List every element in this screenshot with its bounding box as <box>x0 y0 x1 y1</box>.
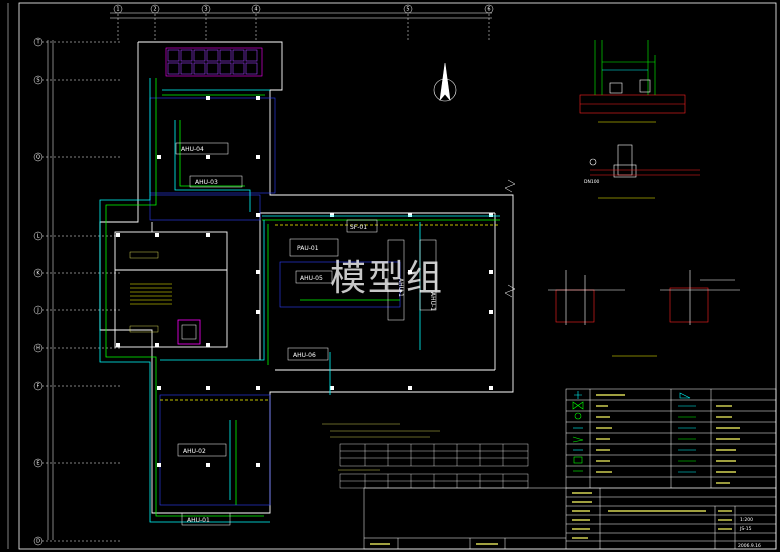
top-grid-axis <box>110 10 492 40</box>
stair-core <box>129 251 201 345</box>
legend-table <box>565 388 777 489</box>
chilled-water-pipes <box>99 78 500 523</box>
svg-text:D: D <box>36 539 40 545</box>
svg-text:1: 1 <box>116 7 119 13</box>
svg-text:2: 2 <box>153 7 156 13</box>
column-grid-tags: 1 2 3 4 5 6 <box>113 4 494 14</box>
sheet-number: JS-15 <box>739 526 752 532</box>
svg-text:Q: Q <box>36 155 40 161</box>
svg-text:K: K <box>36 271 40 277</box>
svg-text:H: H <box>36 346 40 352</box>
ahu-03-label: AHU-03 <box>195 179 218 186</box>
detail-circulation-pump: DN100 <box>584 144 700 199</box>
ahu-02-label: AHU-02 <box>183 448 206 455</box>
equipment-labels: AHU-04 AHU-03 PAU-01 SF-01 AHU-05 AHU-06… <box>175 142 437 526</box>
rooftop-chiller-array <box>165 47 263 77</box>
svg-text:J: J <box>36 308 38 314</box>
svg-text:6: 6 <box>487 7 490 13</box>
left-grid-axis <box>38 40 120 542</box>
svg-text:S: S <box>36 78 39 84</box>
ahu-06-label: AHU-06 <box>293 352 316 359</box>
north-arrow-icon <box>433 62 457 102</box>
ahu-vertical-1-label: AHU-1 <box>397 278 404 297</box>
ahu-01-label: AHU-01 <box>187 517 210 524</box>
pipe-size-label: DN100 <box>584 179 600 185</box>
ahu-vertical-2-label: AHU-1 <box>429 292 436 311</box>
detail-water-tanks <box>548 270 740 357</box>
svg-text:3: 3 <box>204 7 207 13</box>
row-grid-tags: T S Q L K J H F E D <box>33 37 43 546</box>
svg-text:4: 4 <box>254 7 257 13</box>
wall-break-marks <box>504 179 516 298</box>
sf-01-label: SF-01 <box>350 224 367 231</box>
svg-text:F: F <box>37 384 40 390</box>
legend-symbols <box>572 391 696 473</box>
legend-text-lines <box>596 394 740 484</box>
detail-expansion-tank <box>579 40 686 123</box>
ahu-04-label: AHU-04 <box>181 146 204 153</box>
room-partitions <box>149 97 401 506</box>
notes-schedule-table <box>322 423 529 489</box>
svg-text:L: L <box>37 234 40 240</box>
pau-01-label: PAU-01 <box>297 245 319 252</box>
svg-text:T: T <box>35 40 40 46</box>
svg-text:5: 5 <box>406 7 409 13</box>
title-block <box>363 487 777 550</box>
watermark: 模型组 <box>330 258 444 299</box>
title-block-text-lines <box>370 492 732 545</box>
svg-text:E: E <box>36 461 39 467</box>
structural-columns <box>116 96 493 467</box>
scale-value: 1:200 <box>740 517 753 523</box>
drawing-date: 2006.9.16 <box>738 543 761 549</box>
ahu-05-label: AHU-05 <box>300 275 323 282</box>
